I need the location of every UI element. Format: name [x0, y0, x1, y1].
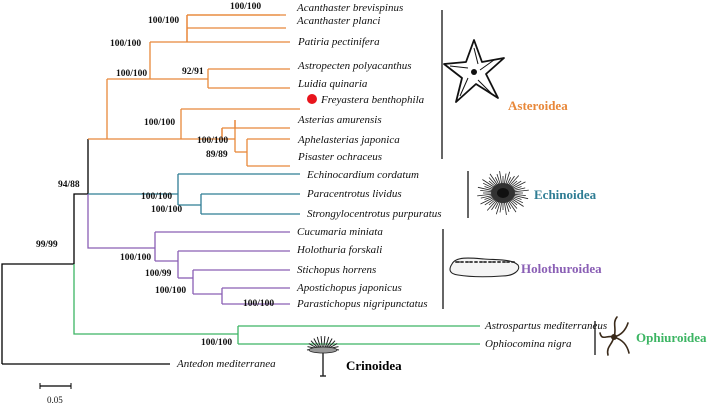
echinoidea-branches	[88, 173, 300, 215]
taxon-label: Asterias amurensis	[297, 114, 382, 126]
taxon-label: Cucumaria miniata	[297, 226, 383, 238]
group-label-asteroidea: Asteroidea	[508, 98, 568, 113]
crinoid-icon	[306, 336, 340, 377]
support-value: 100/100	[148, 16, 179, 26]
support-value: 100/100	[230, 2, 261, 12]
taxon-label: Paracentrotus lividus	[306, 188, 402, 200]
support-value: 94/88	[58, 180, 80, 190]
taxon-label: Astropecten polyacanthus	[297, 60, 412, 72]
brittle-star-icon	[599, 316, 630, 356]
group-label-ophiuroidea: Ophiuroidea	[636, 330, 707, 345]
taxon-label: Apostichopus japonicus	[296, 282, 402, 294]
starfish-icon	[443, 39, 505, 103]
taxon-label: Acanthaster brevispinus	[296, 2, 403, 14]
sea-cucumber-icon	[449, 257, 520, 278]
group-label-holothuroidea: Holothuroidea	[521, 261, 602, 276]
backbone-branches	[1, 139, 170, 365]
support-value: 100/100	[155, 286, 186, 296]
holothuroidea-branches	[87, 194, 290, 305]
support-values: 100/100 100/100 100/100 92/91 100/100 10…	[36, 2, 274, 348]
taxon-label: Strongylocentrotus purpuratus	[307, 208, 442, 220]
scale-bar-label: 0.05	[47, 395, 63, 405]
group-label-echinoidea: Echinoidea	[534, 187, 597, 202]
taxon-label: Aphelasterias japonica	[297, 134, 400, 146]
taxon-label: Holothuria forskali	[296, 244, 382, 256]
taxon-label: Ophiocomina nigra	[485, 338, 572, 350]
clade-brackets	[441, 10, 596, 355]
support-value: 100/100	[120, 253, 151, 263]
taxon-label: Antedon mediterranea	[176, 358, 276, 370]
scale-bar: 0.05	[39, 383, 72, 405]
support-value: 100/100	[201, 338, 232, 348]
support-value: 100/100	[197, 136, 228, 146]
support-value: 100/100	[110, 39, 141, 49]
taxon-label: Echinocardium cordatum	[306, 169, 419, 181]
support-value: 100/100	[151, 205, 182, 215]
support-value: 100/99	[145, 269, 172, 279]
group-label-crinoidea: Crinoidea	[346, 358, 402, 373]
support-value: 100/100	[116, 69, 147, 79]
taxon-label: Astrospartus mediterraneus	[484, 320, 607, 332]
support-value: 99/99	[36, 240, 58, 250]
highlight-dot	[307, 94, 317, 104]
taxon-label: Parastichopus nigripunctatus	[296, 298, 427, 310]
support-value: 100/100	[144, 118, 175, 128]
asteroidea-branches	[88, 14, 300, 167]
taxon-label: Acanthaster planci	[296, 15, 380, 27]
sea-urchin-icon	[477, 171, 529, 215]
taxon-label: Stichopus horrens	[297, 264, 376, 276]
taxon-label: Luidia quinaria	[297, 78, 368, 90]
support-value: 100/100	[141, 192, 172, 202]
ophiuroidea-branches	[73, 264, 480, 345]
support-value: 92/91	[182, 67, 204, 77]
taxon-label: Freyastera benthophila	[320, 94, 425, 106]
taxon-label: Patiria pectinifera	[297, 36, 380, 48]
taxa-labels: Acanthaster brevispinus Acanthaster plan…	[176, 2, 607, 370]
support-value: 100/100	[243, 299, 274, 309]
support-value: 89/89	[206, 150, 228, 160]
taxon-label: Pisaster ochraceus	[297, 151, 382, 163]
